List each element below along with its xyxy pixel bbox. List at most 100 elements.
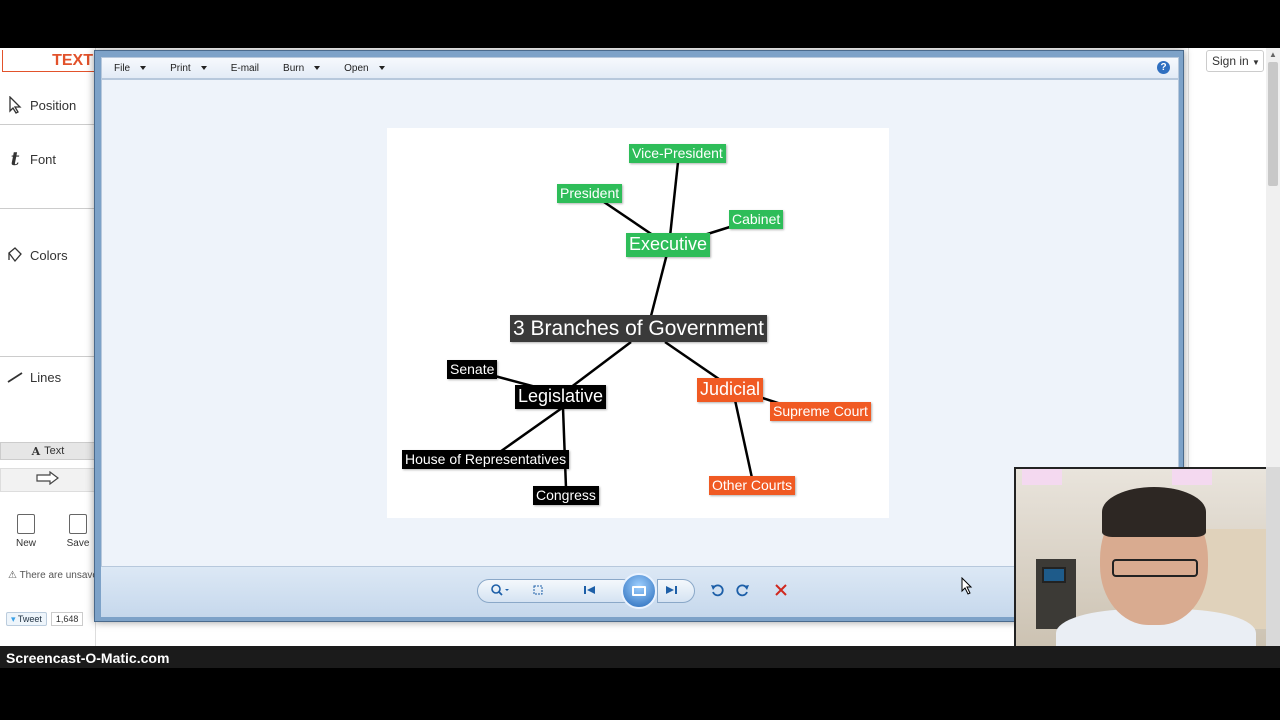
save-button[interactable]: Save	[58, 514, 98, 549]
person-glasses	[1112, 559, 1198, 577]
next-icon	[664, 584, 678, 598]
menu-open-label: Open	[344, 62, 369, 74]
previous-button[interactable]	[568, 580, 612, 602]
person-hair	[1102, 487, 1206, 537]
node-house: House of Representatives	[402, 450, 570, 469]
position-label: Position	[30, 97, 77, 113]
tweet-button[interactable]: ▾ Tweet	[6, 612, 47, 626]
chevron-down-icon	[140, 66, 147, 70]
sign-in-button[interactable]: Sign in ▼	[1206, 50, 1264, 72]
zoom-nav-group	[477, 579, 635, 603]
node-center-topic: 3 Branches of Government	[510, 315, 767, 343]
scrollbar[interactable]	[1266, 467, 1280, 662]
ceiling-light	[1172, 469, 1212, 485]
node-judicial: Judicial	[697, 378, 764, 402]
node-supreme-court: Supreme Court	[770, 402, 871, 421]
text-tab[interactable]: TEXT	[2, 50, 96, 72]
fit-window-icon	[532, 584, 544, 599]
pointer-icon	[6, 96, 24, 114]
save-icon	[69, 514, 87, 534]
font-tool[interactable]: t Font	[6, 148, 94, 170]
slideshow-icon	[632, 586, 646, 596]
divider	[0, 208, 94, 209]
rotate-counterclockwise-button[interactable]	[705, 579, 729, 603]
previous-icon	[583, 584, 597, 598]
new-button[interactable]: New	[6, 514, 46, 549]
tweet-label: Tweet	[17, 614, 42, 624]
scroll-up-icon[interactable]: ▲	[1269, 50, 1277, 59]
delete-button[interactable]	[769, 579, 793, 603]
unsaved-warning: ⚠ There are unsaved changes	[8, 570, 144, 581]
arrow-tool[interactable]	[0, 468, 96, 492]
menu-email[interactable]: E-mail	[219, 63, 271, 74]
warning-text: There are unsaved changes	[19, 570, 145, 581]
watermark: Screencast-O-Matic.com	[6, 650, 170, 666]
menu-print[interactable]: Print	[158, 63, 219, 74]
actual-size-button[interactable]	[522, 580, 554, 602]
rotate-clockwise-button[interactable]	[731, 579, 755, 603]
font-icon: t	[10, 148, 20, 170]
zoom-button[interactable]	[478, 580, 522, 602]
chevron-down-icon: ▼	[1252, 58, 1260, 67]
menu-file[interactable]: File	[102, 63, 158, 74]
chevron-down-icon	[378, 66, 385, 70]
node-legislative: Legislative	[515, 385, 607, 409]
twitter-bird-icon: ▾	[11, 614, 16, 624]
rotate-right-icon	[736, 583, 750, 600]
text-icon: A	[31, 444, 41, 458]
node-vice-president: Vice-President	[629, 144, 726, 163]
next-button[interactable]	[658, 580, 684, 602]
help-icon[interactable]: ?	[1157, 61, 1170, 74]
position-tool[interactable]: Position	[6, 96, 94, 114]
warning-icon: ⚠	[8, 570, 17, 581]
magnifier-icon	[490, 583, 510, 600]
menu-burn-label: Burn	[283, 62, 305, 74]
menu-bar: File Print E-mail Burn Open ?	[101, 57, 1179, 79]
node-cabinet: Cabinet	[729, 210, 784, 229]
close-icon	[775, 583, 787, 599]
tools-panel: TEXT Position t Font Colors	[0, 48, 144, 648]
line-icon	[6, 368, 24, 386]
menu-email-label: E-mail	[230, 62, 260, 74]
node-congress: Congress	[533, 486, 599, 505]
mind-map-image: Vice-President President Cabinet Executi…	[387, 128, 889, 518]
save-label: Save	[66, 538, 90, 549]
paint-bucket-icon	[6, 246, 24, 264]
new-file-icon	[17, 514, 35, 534]
text-section-header[interactable]: A Text	[0, 442, 96, 460]
node-other-courts: Other Courts	[709, 476, 796, 495]
lines-tool[interactable]: Lines	[6, 368, 94, 386]
menu-burn[interactable]: Burn	[271, 63, 332, 74]
recording-bar	[0, 646, 1280, 668]
menu-print-label: Print	[170, 62, 191, 74]
font-label: Font	[30, 151, 57, 167]
slideshow-button[interactable]	[621, 573, 657, 609]
tweet-count: 1,648	[50, 612, 84, 626]
new-label: New	[15, 538, 36, 549]
mouse-cursor-icon	[961, 577, 973, 595]
colors-tool[interactable]: Colors	[6, 246, 94, 264]
sign-in-label: Sign in	[1212, 54, 1249, 68]
monitor	[1042, 567, 1066, 583]
node-president: President	[557, 184, 623, 203]
text-bar-label: Text	[44, 445, 65, 457]
menu-open[interactable]: Open	[332, 63, 396, 74]
node-executive: Executive	[626, 233, 711, 257]
rotate-left-icon	[710, 583, 724, 600]
colors-label: Colors	[30, 247, 68, 263]
viewer-controls	[101, 567, 1179, 617]
webcam-overlay	[1014, 467, 1274, 662]
next-group	[657, 579, 695, 603]
menu-file-label: File	[114, 62, 131, 74]
divider	[0, 356, 94, 357]
lines-label: Lines	[30, 369, 62, 385]
chevron-down-icon	[314, 66, 321, 70]
node-senate: Senate	[447, 360, 498, 379]
divider	[0, 124, 94, 125]
social-buttons: ▾ Tweet 1,648	[6, 612, 84, 626]
divider	[1188, 48, 1189, 648]
ceiling-light	[1022, 469, 1062, 485]
scrollbar-thumb[interactable]	[1268, 62, 1278, 186]
arrow-right-icon	[36, 470, 60, 490]
